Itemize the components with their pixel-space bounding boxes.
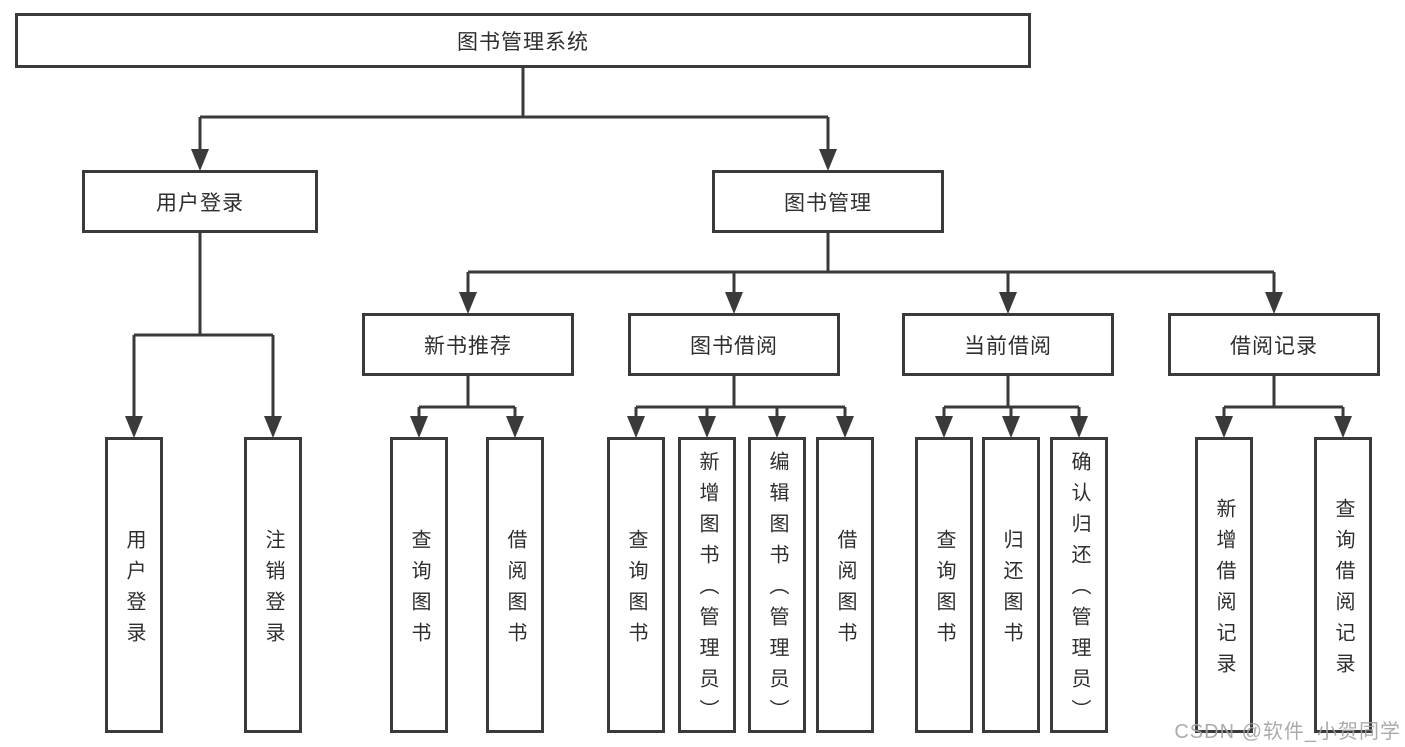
node-label-login-user: 用户登录 <box>123 528 145 653</box>
node-label-bw-borrow: 借阅图书 <box>834 528 856 653</box>
node-label-records: 借阅记录 <box>1230 334 1318 358</box>
node-borrow: 图书借阅 <box>628 313 840 376</box>
watermark: CSDN @软件_小贺同学 <box>1174 721 1401 743</box>
node-label-newbook: 新书推荐 <box>424 334 512 358</box>
node-label-nb-query: 查询图书 <box>408 528 430 653</box>
node-label-rec-add: 新增借阅记录 <box>1213 497 1235 684</box>
node-bw-edit: 编辑图书（管理员） <box>748 437 806 733</box>
node-label-cur-return: 归还图书 <box>1000 528 1022 653</box>
node-label-bw-add: 新增图书（管理员） <box>696 451 718 730</box>
node-mgmt: 图书管理 <box>712 170 944 233</box>
node-rec-add: 新增借阅记录 <box>1195 437 1253 733</box>
node-label-cur-confirm: 确认归还（管理员） <box>1068 451 1090 730</box>
node-login-out: 注销登录 <box>244 437 302 733</box>
node-label-root: 图书管理系统 <box>457 30 589 54</box>
node-label-borrow: 图书借阅 <box>690 334 778 358</box>
node-label-mgmt: 图书管理 <box>784 191 872 215</box>
node-label-current: 当前借阅 <box>964 334 1052 358</box>
node-login-user: 用户登录 <box>105 437 163 733</box>
node-label-nb-borrow: 借阅图书 <box>504 528 526 653</box>
node-current: 当前借阅 <box>902 313 1114 376</box>
node-cur-query: 查询图书 <box>915 437 973 733</box>
node-label-cur-query: 查询图书 <box>933 528 955 653</box>
node-label-login-out: 注销登录 <box>262 528 284 653</box>
node-cur-confirm: 确认归还（管理员） <box>1050 437 1108 733</box>
node-cur-return: 归还图书 <box>982 437 1040 733</box>
node-bw-add: 新增图书（管理员） <box>678 437 736 733</box>
node-label-rec-query: 查询借阅记录 <box>1332 497 1354 684</box>
node-bw-query: 查询图书 <box>607 437 665 733</box>
node-label-bw-edit: 编辑图书（管理员） <box>766 451 788 730</box>
node-nb-borrow: 借阅图书 <box>486 437 544 733</box>
node-label-bw-query: 查询图书 <box>625 528 647 653</box>
node-bw-borrow: 借阅图书 <box>816 437 874 733</box>
node-login: 用户登录 <box>82 170 318 233</box>
node-records: 借阅记录 <box>1168 313 1380 376</box>
node-nb-query: 查询图书 <box>390 437 448 733</box>
node-root: 图书管理系统 <box>15 13 1031 68</box>
node-newbook: 新书推荐 <box>362 313 574 376</box>
node-label-login: 用户登录 <box>156 191 244 215</box>
node-rec-query: 查询借阅记录 <box>1314 437 1372 733</box>
